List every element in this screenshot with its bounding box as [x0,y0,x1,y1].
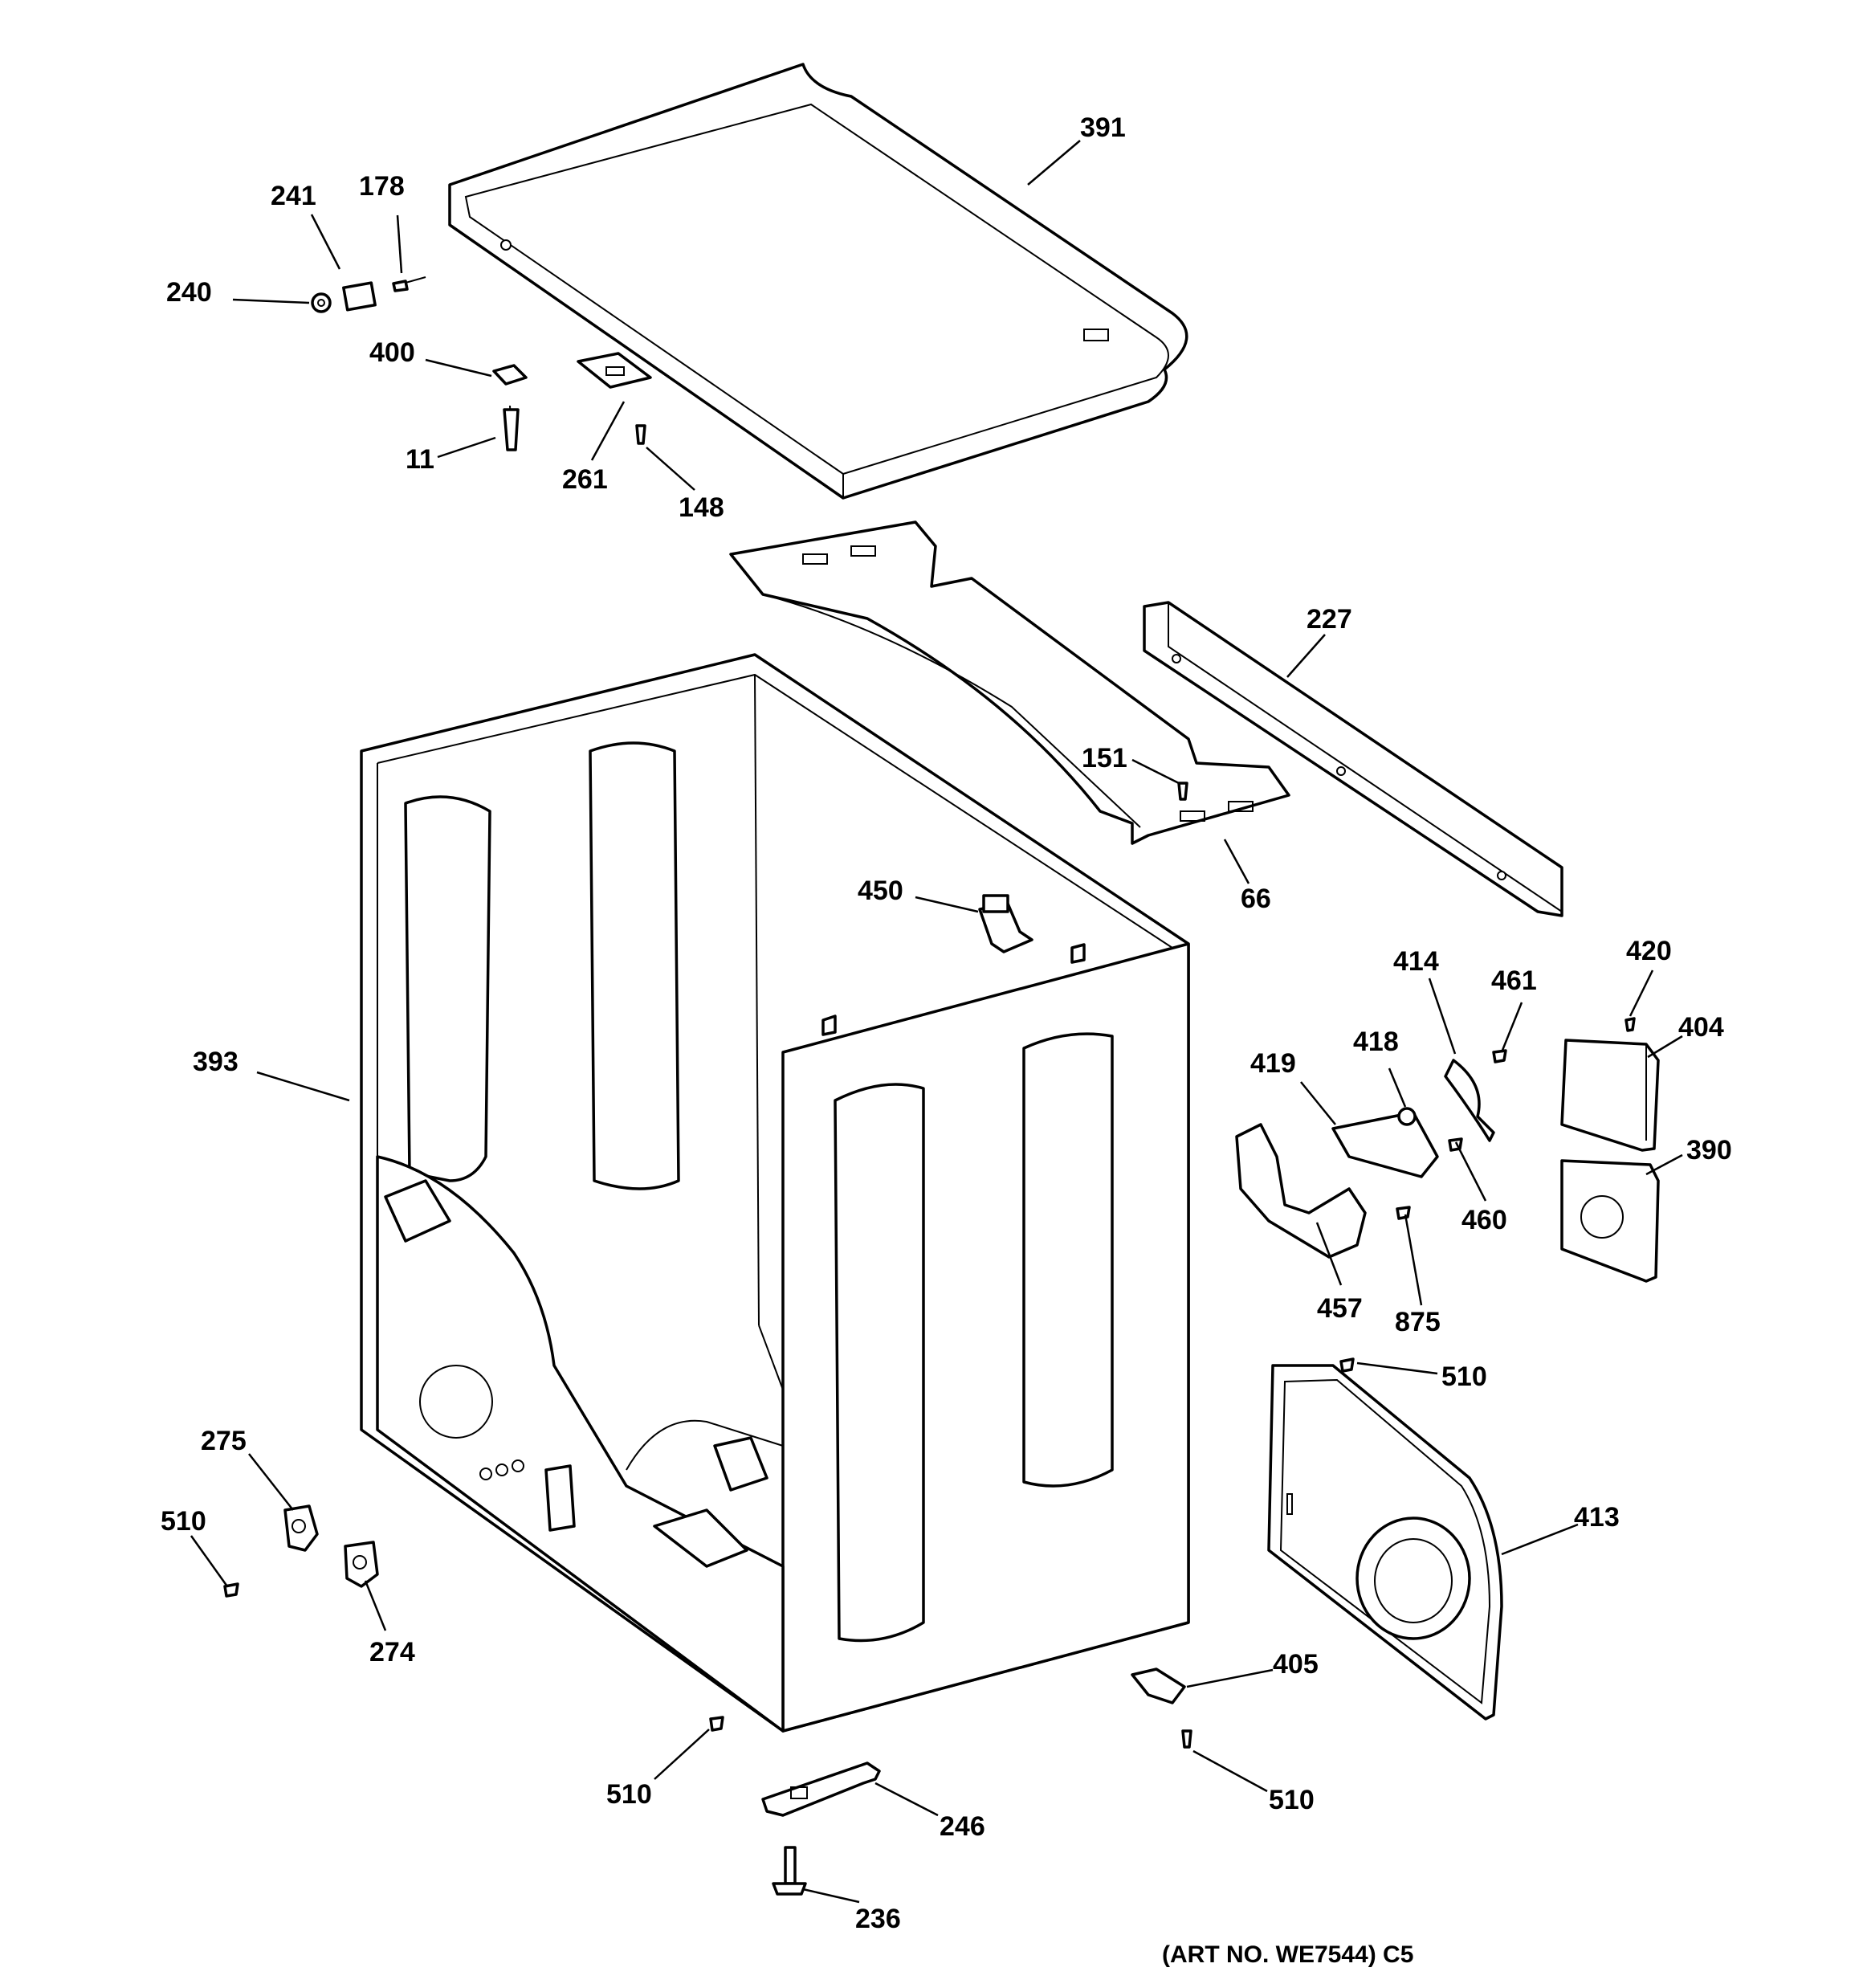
parts-418-414-461-460-875 [1331,1049,1507,1220]
callout-390: 390 [1686,1135,1732,1165]
callout-400: 400 [369,337,415,368]
parts-400-11-261-148 [492,352,652,451]
callout-419: 419 [1250,1048,1296,1079]
parts-240-241-178 [311,276,426,313]
top-panel-391 [448,63,1188,500]
back-panel-413 [1267,1364,1503,1721]
callout-240: 240 [166,277,212,308]
callout-246: 246 [940,1811,985,1842]
callout-178: 178 [359,171,405,202]
callout-236: 236 [855,1904,901,1934]
callout-151: 151 [1082,743,1127,774]
callout-418: 418 [1353,1027,1399,1057]
callout-413: 413 [1574,1502,1620,1533]
callout-461: 461 [1491,965,1537,996]
callout-510-lower-right: 510 [1269,1785,1315,1815]
callout-414: 414 [1393,946,1439,977]
callout-457: 457 [1317,1293,1363,1324]
callout-241: 241 [271,181,316,211]
callout-275: 275 [201,1426,247,1456]
callouts: 391 241 178 240 400 11 261 148 227 151 6… [161,112,1732,1968]
callout-405: 405 [1273,1649,1319,1680]
callout-420: 420 [1626,936,1672,966]
screw-151 [1177,782,1188,801]
callout-510-upper: 510 [1441,1361,1487,1392]
callout-404: 404 [1678,1012,1724,1043]
rail-66 [729,520,1290,845]
plate-390 [1560,1159,1660,1283]
screw-510-front [709,1716,724,1732]
callout-391: 391 [1080,112,1126,143]
leveler-236 [772,1846,807,1896]
bracket-450 [978,894,1033,953]
screw-510-upper [1339,1357,1355,1373]
art-number: (ART NO. WE7544) C5 [1162,1941,1413,1968]
couplings-275-274 [223,1504,379,1598]
clip-405 [1131,1668,1192,1749]
callout-261: 261 [562,464,608,495]
callout-11: 11 [406,444,434,475]
callout-66: 66 [1241,884,1271,914]
callout-393: 393 [193,1047,238,1077]
callout-460: 460 [1461,1205,1507,1235]
leader-lines [190,140,1683,1904]
callout-227: 227 [1307,604,1352,635]
callout-148: 148 [679,492,724,523]
callout-875: 875 [1395,1307,1441,1337]
callout-510-front: 510 [606,1779,652,1810]
callout-510-left: 510 [161,1506,206,1537]
cover-404 [1560,1017,1660,1152]
callout-274: 274 [369,1637,415,1668]
cabinet-393 [360,653,1190,1733]
bracket-419 [1235,1123,1367,1259]
bracket-246 [761,1761,881,1817]
bar-227 [1143,601,1563,917]
callout-450: 450 [858,876,903,906]
